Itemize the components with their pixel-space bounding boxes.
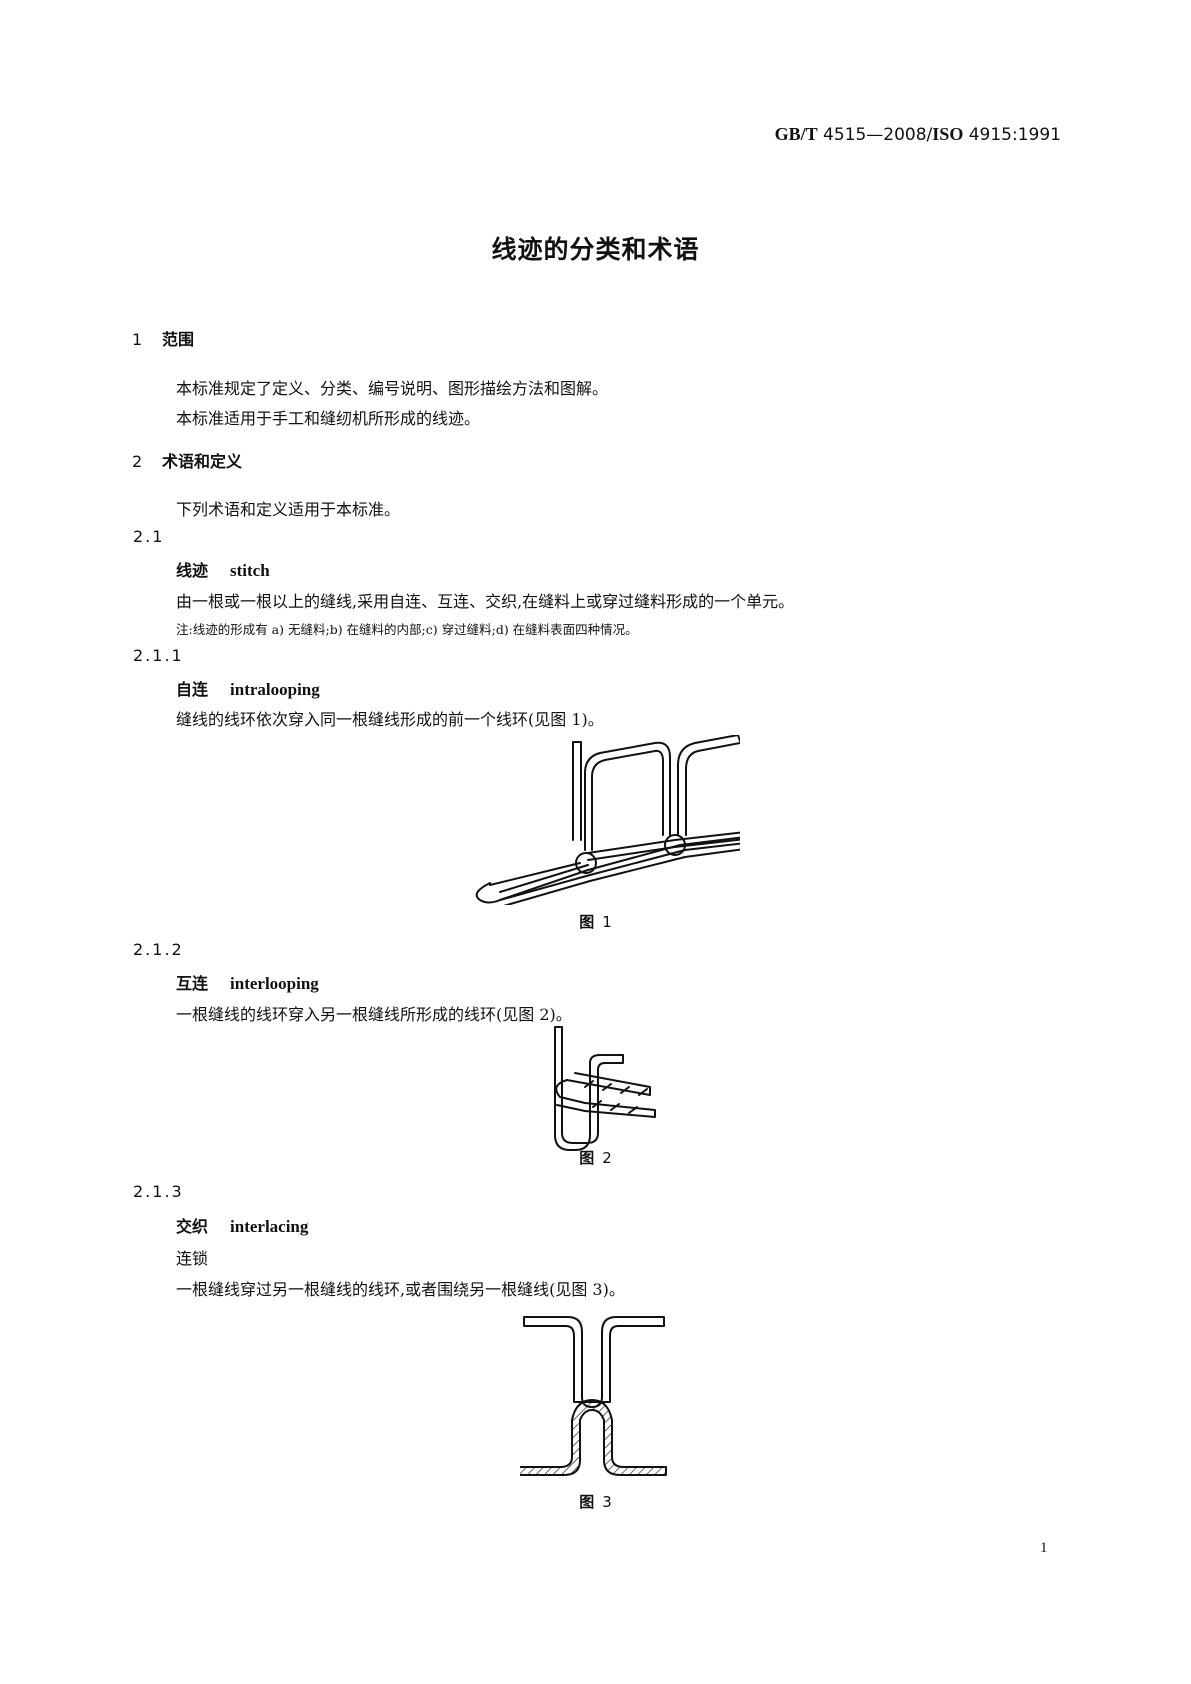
figure-label: 图 (579, 1493, 595, 1511)
note-stitch: 注:线迹的形成有 a) 无缝料;b) 在缝料的内部;c) 穿过缝料;d) 在缝料… (176, 622, 638, 637)
term-intralooping: 自连 intralooping (176, 676, 320, 700)
term-zh: 线迹 (176, 561, 209, 580)
standard-code: GB/T 4515—2008/ISO 4915:1991 (775, 124, 1061, 145)
clause-number: 2.1.2 (133, 940, 184, 959)
figure-number: 2 (602, 1149, 612, 1167)
terms-intro-paragraph: 下列术语和定义适用于本标准。 (176, 500, 401, 519)
figure-label: 图 (579, 913, 595, 931)
figure-3-interlacing-diagram (520, 1316, 667, 1476)
figure-1-intralooping-diagram (475, 735, 740, 905)
figure-label: 图 (579, 1149, 595, 1167)
term-interlooping: 互连 interlooping (176, 970, 319, 994)
term-stitch: 线迹 stitch (176, 557, 270, 581)
definition-stitch: 由一根或一根以上的缝线,采用自连、互连、交织,在缝料上或穿过缝料形成的一个单元。 (176, 592, 795, 611)
std-number: 4515—2008/ (823, 125, 933, 145)
section-title: 术语和定义 (162, 452, 243, 471)
section-heading-terms: 2 术语和定义 (132, 448, 242, 472)
std-prefix-iso: ISO (932, 124, 964, 144)
term-zh: 交织 (176, 1217, 209, 1236)
term-zh: 自连 (176, 680, 209, 699)
std-prefix-gbt: GB/T (774, 124, 818, 144)
term-en: intralooping (230, 680, 320, 699)
term-zh: 互连 (176, 974, 209, 993)
term-interlacing: 交织 interlacing (176, 1213, 308, 1237)
term-en: interlacing (230, 1217, 309, 1236)
definition-intralooping: 缝线的线环依次穿入同一根缝线形成的前一个线环(见图 1)。 (176, 710, 604, 729)
term-en: interlooping (230, 974, 319, 993)
term-en: stitch (230, 561, 270, 580)
scope-paragraph-2: 本标准适用于手工和缝纫机所形成的线迹。 (176, 409, 481, 428)
clause-number: 2.1.3 (133, 1182, 184, 1201)
definition-interlooping: 一根缝线的线环穿入另一根缝线所形成的线环(见图 2)。 (176, 1005, 572, 1024)
clause-number: 2.1 (133, 527, 165, 546)
iso-number: 4915:1991 (968, 125, 1061, 145)
section-heading-scope: 1 范围 (132, 326, 194, 350)
synonym-interlacing: 连锁 (176, 1249, 209, 1268)
section-number: 1 (132, 330, 143, 349)
figure-2-interlooping-diagram (554, 1026, 656, 1151)
definition-interlacing: 一根缝线穿过另一根缝线的线环,或者围绕另一根缝线(见图 3)。 (176, 1280, 625, 1299)
document-title: 线迹的分类和术语 (491, 235, 700, 264)
page-number: 1 (1040, 1540, 1048, 1556)
section-title: 范围 (162, 330, 195, 349)
section-number: 2 (132, 452, 143, 471)
figure-number: 3 (602, 1493, 612, 1511)
scope-paragraph-1: 本标准规定了定义、分类、编号说明、图形描绘方法和图解。 (176, 379, 609, 398)
clause-number: 2.1.1 (133, 646, 184, 665)
figure-number: 1 (602, 913, 612, 931)
